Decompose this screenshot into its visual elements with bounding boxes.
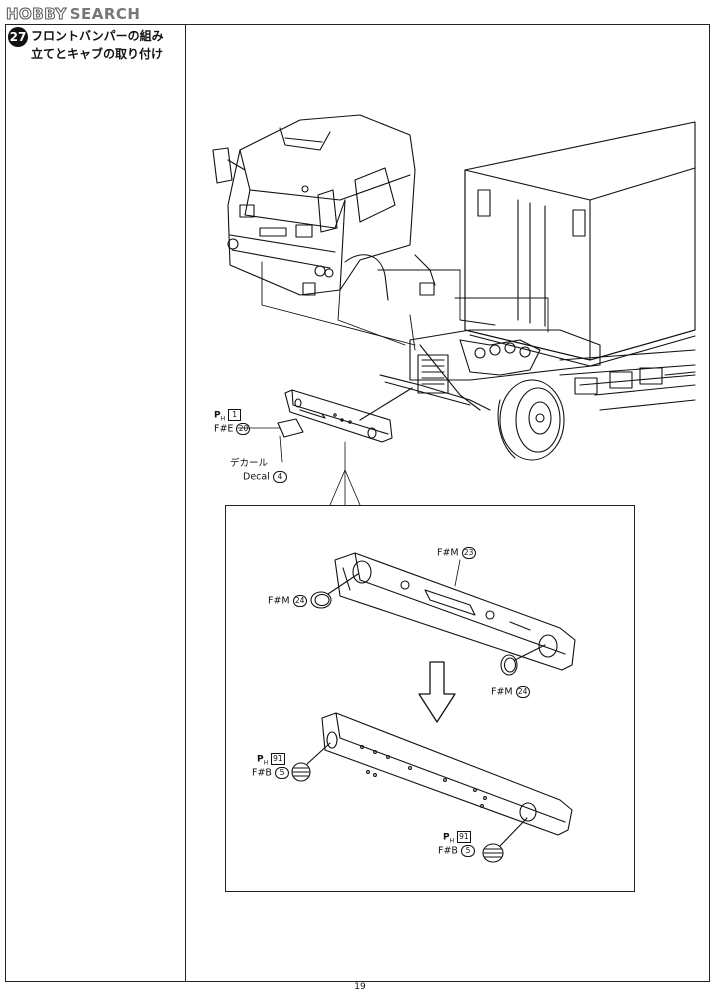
fb5-left-label: F#B 5: [252, 767, 289, 780]
instruction-frame: [5, 24, 710, 982]
ph91-left-box: 91: [271, 753, 285, 765]
decal-label: Decal 4: [243, 471, 287, 484]
ph1-box: 1: [228, 409, 242, 421]
inset-bumper-upper: [334, 552, 576, 671]
fb5-left-part: F#B: [252, 767, 272, 779]
inset-bumper-lower: [321, 712, 573, 836]
cargo-box-drawing: [464, 121, 696, 367]
fb5-right-number: 5: [460, 845, 475, 857]
step-number-badge: 27: [8, 27, 28, 47]
ph91-right-sub: H: [449, 837, 455, 845]
decal-label-jp: デカール: [230, 458, 269, 469]
ph91-left-prefix: P: [257, 754, 264, 765]
fm24-lens-left: [310, 573, 359, 609]
watermark-logo: HOBBY: [6, 5, 67, 24]
fm23-part: F#M: [437, 547, 459, 559]
step-title-line-1: フロントバンパーの組み: [31, 29, 164, 43]
fm23-label: F#M 23: [437, 547, 476, 560]
fm24-lens-right: [500, 644, 546, 676]
decal-en: Decal: [243, 471, 270, 483]
fb5-left-number: 5: [274, 767, 289, 779]
ph91-left-label: PH 91: [257, 753, 285, 769]
ph1-sub: H: [220, 415, 226, 423]
fb5-lens-right: [482, 817, 528, 863]
ph91-left-sub: H: [263, 759, 269, 767]
fm23-number: 23: [461, 547, 476, 559]
fb5-lens-left: [291, 742, 331, 782]
chassis-drawing: [379, 329, 696, 461]
ph91-right-box: 91: [457, 831, 471, 843]
fm23-callout: [454, 559, 461, 587]
fm24-right-number: 24: [515, 686, 530, 698]
watermark-text: SEARCH: [69, 5, 141, 23]
fm24-left-number: 24: [292, 595, 307, 607]
ph1-label: PH 1: [214, 409, 242, 425]
cab-drawing: [212, 114, 436, 301]
fm24-right-label: F#M 24: [491, 686, 530, 699]
front-bumper-drawing: [277, 387, 413, 443]
ph1-prefix: P: [214, 410, 221, 421]
hobbysearch-watermark: HOBBY SEARCH: [6, 4, 141, 24]
column-divider: [185, 24, 186, 982]
fb5-right-label: F#B 5: [438, 845, 475, 858]
fe20-label: F#E 20: [214, 423, 251, 436]
step-title: フロントバンパーの組み 立てとキャブの取り付け: [31, 27, 181, 63]
ph91-right-prefix: P: [443, 832, 450, 843]
decal-number: 4: [272, 471, 287, 483]
fe20-number: 20: [236, 423, 251, 435]
fe20-part: F#E: [214, 423, 234, 435]
fm24-left-label: F#M 24: [268, 595, 307, 608]
fm24-left-part: F#M: [268, 595, 290, 607]
fb5-right-part: F#B: [438, 845, 458, 857]
page-number: 19: [354, 982, 366, 992]
detail-inset-box: [225, 505, 635, 892]
assembly-guide-lines: [261, 261, 549, 351]
fm24-right-part: F#M: [491, 686, 513, 698]
ph91-right-label: PH 91: [443, 831, 471, 847]
step-title-line-2: 立てとキャブの取り付け: [31, 47, 164, 61]
down-arrow: [418, 661, 456, 723]
